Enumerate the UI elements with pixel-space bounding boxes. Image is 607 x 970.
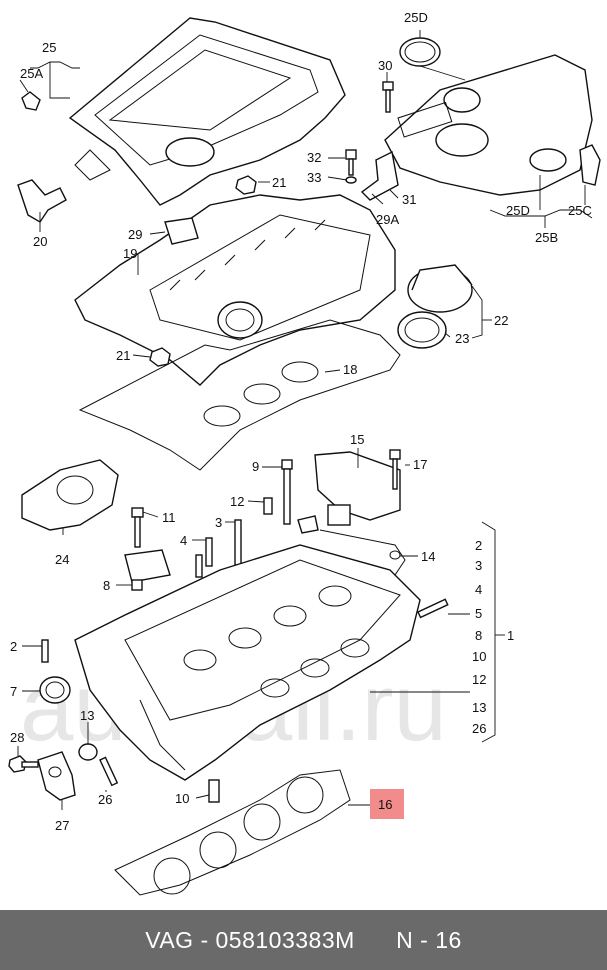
bolt-11 [131, 507, 144, 548]
callout-21-top: 21 [272, 175, 286, 190]
callout-29a: 29A [376, 212, 399, 227]
callout-3: 3 [215, 515, 222, 530]
callout-10: 10 [175, 791, 189, 806]
nut-21 [235, 175, 257, 195]
callout-27: 27 [55, 818, 69, 833]
engine-parts-diagram: autorall.ru [8, 10, 601, 896]
footer-ref: N - 16 [396, 926, 462, 953]
tube-20 [17, 179, 67, 223]
stud-4 [195, 537, 213, 578]
bracket-item-6: 12 [472, 672, 486, 687]
stud-5 [417, 598, 449, 619]
callout-25: 25 [42, 40, 56, 55]
bracket-item-2: 4 [475, 582, 482, 597]
bracket-item-0: 2 [475, 538, 482, 553]
bracket-group-label: 1 [507, 628, 514, 643]
valve-cover [74, 194, 396, 386]
callout-16: 16 [378, 797, 392, 812]
stud-3 [234, 519, 242, 566]
footer-brand: VAG [145, 926, 194, 953]
callout-25d-bot: 25D [506, 203, 530, 218]
seal-12b [297, 515, 319, 534]
callout-labels: 25 25A 25D 30 32 33 21 31 29A 25D 25C 25… [10, 10, 592, 833]
highlight-box-16 [370, 789, 404, 819]
callout-31: 31 [402, 192, 416, 207]
bracket-item-5: 10 [472, 649, 486, 664]
bolt-32 [345, 149, 357, 184]
bracket-list: 2 3 4 5 8 10 12 13 26 1 [472, 538, 514, 736]
valve-cover-gasket [78, 319, 401, 471]
stud-26 [99, 756, 119, 787]
bracket-item-3: 5 [475, 606, 482, 621]
callout-25c: 25C [568, 203, 592, 218]
clip-25a [21, 91, 41, 111]
callout-21-mid: 21 [116, 348, 130, 363]
callout-4: 4 [180, 533, 187, 548]
seal-7 [39, 676, 71, 704]
cylinder-head [74, 544, 421, 781]
bracket-item-4: 8 [475, 628, 482, 643]
callout-29: 29 [128, 227, 142, 242]
callout-2-left: 2 [10, 639, 17, 654]
camshaft-adjuster-15 [314, 451, 401, 526]
callout-8: 8 [103, 578, 110, 593]
callout-11: 11 [162, 510, 176, 525]
footer-bar: VAG - 058103383M N - 16 [0, 910, 607, 970]
sensor-27 [37, 751, 76, 801]
callout-25d-top: 25D [404, 10, 428, 25]
callout-25b: 25B [535, 230, 558, 245]
clip-25c [579, 144, 601, 186]
callout-23: 23 [455, 331, 469, 346]
bolt-30 [382, 81, 394, 113]
pin-12 [263, 497, 273, 515]
engine-cover-left [68, 17, 346, 206]
bracket-item-1: 3 [475, 558, 482, 573]
callout-7: 7 [10, 684, 17, 699]
bolt-9 [281, 459, 293, 525]
callout-28: 28 [10, 730, 24, 745]
callout-13-left: 13 [80, 708, 94, 723]
callout-26-left: 26 [98, 792, 112, 807]
callout-25a: 25A [20, 66, 43, 81]
callout-24: 24 [55, 552, 69, 567]
callout-17: 17 [413, 457, 427, 472]
plug-13 [78, 743, 98, 761]
sleeve-8 [131, 579, 143, 591]
bolt-28 [8, 755, 39, 773]
callout-15: 15 [350, 432, 364, 447]
callout-32: 32 [307, 150, 321, 165]
callout-30: 30 [378, 58, 392, 73]
engine-cover-right [384, 54, 593, 196]
bracket-31 [360, 150, 399, 201]
bracket-item-8: 26 [472, 721, 486, 736]
oil-filler-cap [397, 264, 473, 349]
callout-33: 33 [307, 170, 321, 185]
callout-20: 20 [33, 234, 47, 249]
callout-14: 14 [421, 549, 435, 564]
callout-12: 12 [230, 494, 244, 509]
stud-2 [41, 639, 49, 663]
gasket-29 [164, 217, 199, 245]
dowel-10 [208, 779, 220, 803]
bearing-cap-24 [21, 459, 119, 531]
bolt-17 [389, 449, 401, 490]
cap-8-bracket [124, 549, 171, 583]
leader-lines [17, 30, 593, 810]
callout-18: 18 [343, 362, 357, 377]
footer-part-number: 058103383M [215, 926, 355, 953]
callout-19: 19 [123, 246, 137, 261]
head-gasket [114, 769, 351, 896]
callout-9: 9 [252, 459, 259, 474]
callout-22: 22 [494, 313, 508, 328]
bracket-item-7: 13 [472, 700, 486, 715]
